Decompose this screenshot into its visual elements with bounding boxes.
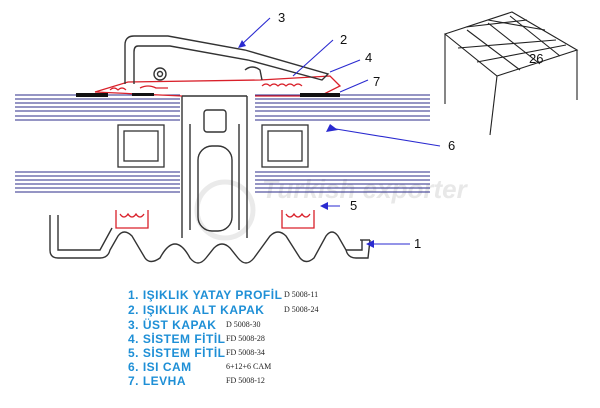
callout-2: 2: [340, 32, 347, 47]
legend-item-code: D 5008-30: [226, 320, 260, 329]
legend-item-code: FD 5008-12: [226, 376, 265, 385]
legend-item-name: 2. IŞIKLIK ALT KAPAK: [128, 303, 264, 317]
inset-tile-number: 26: [529, 51, 543, 66]
gasket-lower-left: [115, 210, 149, 229]
leader-arrowheads: [238, 40, 374, 248]
glass-panel-left: [15, 94, 180, 193]
legend-item-name: 7. LEVHA: [128, 374, 186, 388]
callout-3: 3: [278, 10, 285, 25]
gasket-lower-right: [281, 210, 315, 229]
legend-item-code: 6+12+6 CAM: [226, 362, 271, 371]
leader-lines: [239, 17, 441, 245]
glass-panel-right: [255, 94, 430, 193]
sealing-strips: [76, 93, 340, 97]
roof-inset-sketch: [443, 11, 579, 136]
watermark: Turkish exporter: [194, 174, 469, 241]
spacer-left: [117, 124, 165, 168]
callout-4: 4: [365, 50, 372, 65]
legend-item-code: FD 5008-28: [226, 334, 265, 343]
mullion-profile: [181, 95, 248, 238]
legend-item-name: 3. ÜST KAPAK: [128, 317, 216, 332]
legend-item-name: 4. SİSTEM FİTİL: [128, 331, 226, 346]
gasket-upper: [109, 83, 303, 91]
legend-item-name: 1. IŞIKLIK YATAY PROFİL: [128, 287, 282, 302]
parts-legend: 1. IŞIKLIK YATAY PROFİL D 5008-11 2. IŞI…: [128, 287, 318, 388]
legend-item-code: D 5008-11: [284, 290, 318, 299]
spacer-right: [261, 124, 309, 168]
callout-6: 6: [448, 138, 455, 153]
legend-item-code: FD 5008-34: [226, 348, 265, 357]
watermark-text: Turkish exporter: [262, 174, 469, 204]
legend-item-code: D 5008-24: [284, 305, 318, 314]
callout-1: 1: [414, 236, 421, 251]
legend-item-name: 6. ISI CAM: [128, 360, 192, 374]
upper-cover-profile: [124, 35, 330, 84]
legend-item-name: 5. SİSTEM FİTİL: [128, 345, 226, 360]
callout-7: 7: [373, 74, 380, 89]
callout-5: 5: [350, 198, 357, 213]
bottom-profile: [49, 215, 371, 264]
